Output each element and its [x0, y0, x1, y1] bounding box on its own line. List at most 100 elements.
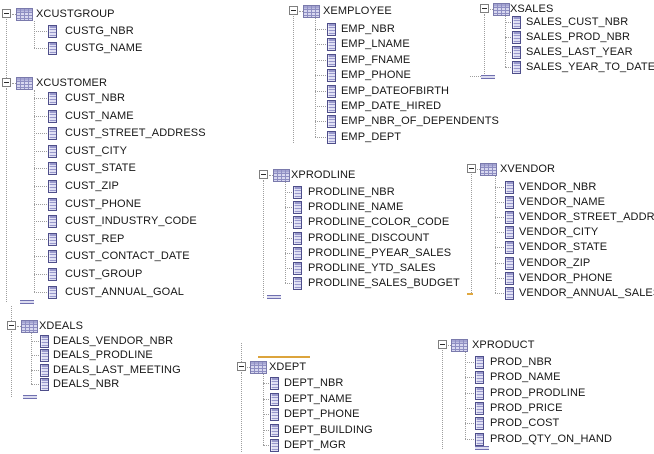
tree-connector: [285, 207, 292, 209]
tree-connector: [34, 115, 47, 117]
column-name-label[interactable]: PRODLINE_YTD_SALES: [308, 262, 436, 274]
column-name-label[interactable]: EMP_DEPT: [341, 130, 402, 143]
column-name-label[interactable]: EMP_DATE_HIRED: [341, 100, 442, 112]
tree-expander[interactable]: [2, 9, 11, 18]
column-name-label[interactable]: VENDOR_CITY: [519, 226, 599, 239]
column-name-label[interactable]: DEPT_NBR: [284, 377, 344, 389]
column-name-label[interactable]: EMP_NBR_OF_DEPENDENTS: [341, 115, 499, 128]
column-icon: [512, 16, 521, 29]
column-name-label[interactable]: VENDOR_PHONE: [519, 271, 613, 284]
table-grid-icon: [303, 5, 320, 18]
column-name-label[interactable]: PRODLINE_SALES_BUDGET: [308, 277, 460, 290]
column-name-label[interactable]: PRODLINE_NBR: [308, 186, 395, 198]
table-name-label[interactable]: XCUSTGROUP: [36, 8, 115, 20]
column-name-label[interactable]: EMP_LNAME: [341, 38, 410, 51]
column-icon: [48, 197, 57, 211]
tree-expander[interactable]: [467, 164, 476, 173]
column-name-label[interactable]: PRODLINE_DISCOUNT: [308, 231, 430, 244]
table-grid-icon: [480, 163, 497, 176]
column-name-label[interactable]: CUST_ANNUAL_GOAL: [65, 285, 184, 298]
column-name-label[interactable]: CUSTG_NBR: [65, 25, 134, 37]
column-name-label[interactable]: VENDOR_STATE: [519, 241, 608, 254]
tree-connector: [6, 88, 7, 302]
column-name-label[interactable]: DEALS_PRODLINE: [53, 349, 153, 362]
column-name-label[interactable]: VENDOR_NAME: [519, 196, 606, 209]
column-name-label[interactable]: DEPT_NAME: [284, 392, 353, 405]
column-name-label[interactable]: CUST_PHONE: [65, 197, 142, 210]
column-name-label[interactable]: CUST_NAME: [65, 109, 134, 122]
table-name-label[interactable]: XPRODLINE: [291, 169, 356, 181]
column-name-label[interactable]: CUST_STREET_ADDRESS: [65, 127, 206, 140]
column-name-label[interactable]: CUSTG_NAME: [65, 42, 143, 54]
clipped-icon-fragment: [267, 295, 281, 299]
column-icon: [293, 277, 302, 291]
column-name-label[interactable]: PROD_QTY_ON_HAND: [490, 432, 613, 445]
tree-connector: [285, 283, 292, 285]
column-name-label[interactable]: DEALS_NBR: [53, 378, 120, 391]
tree-connector: [263, 374, 264, 445]
column-name-label[interactable]: SALES_CUST_NBR: [526, 16, 629, 28]
tree-expander[interactable]: [289, 6, 298, 15]
tree-expander[interactable]: [438, 340, 447, 349]
column-name-label[interactable]: CUST_NBR: [65, 92, 126, 104]
column-name-label[interactable]: VENDOR_ANNUAL_SALES: [519, 286, 654, 299]
column-name-label[interactable]: EMP_NBR: [341, 23, 395, 35]
column-name-label[interactable]: DEPT_MGR: [284, 439, 346, 451]
table-name-label[interactable]: XDEPT: [269, 361, 307, 373]
column-name-label[interactable]: PRODLINE_NAME: [308, 201, 404, 214]
tree-expander[interactable]: [7, 321, 16, 330]
column-name-label[interactable]: PROD_COST: [490, 417, 560, 430]
tree-expander[interactable]: [2, 78, 11, 87]
column-name-label[interactable]: DEALS_LAST_MEETING: [53, 363, 181, 376]
column-name-label[interactable]: EMP_FNAME: [341, 53, 411, 66]
table-grid-icon: [273, 169, 290, 182]
column-name-label[interactable]: CUST_INDUSTRY_CODE: [65, 215, 197, 228]
minus-icon: [440, 344, 445, 345]
column-name-label[interactable]: VENDOR_NBR: [519, 181, 597, 193]
clipped-icon-fragment: [475, 446, 489, 450]
table-name-label[interactable]: XCUSTOMER: [36, 77, 107, 89]
tree-connector: [442, 350, 443, 449]
tree-connector: [285, 237, 292, 239]
column-name-label[interactable]: PRODLINE_COLOR_CODE: [308, 216, 450, 229]
column-name-label[interactable]: DEPT_PHONE: [284, 408, 360, 420]
tree-expander[interactable]: [259, 170, 268, 179]
column-name-label[interactable]: CUST_CITY: [65, 144, 128, 157]
column-name-label[interactable]: CUST_REP: [65, 232, 125, 245]
column-icon: [327, 53, 336, 67]
column-name-label[interactable]: PROD_PRODLINE: [490, 386, 586, 399]
column-name-label[interactable]: SALES_PROD_NBR: [526, 31, 631, 43]
table-name-label[interactable]: XVENDOR: [500, 163, 556, 175]
column-name-label[interactable]: SALES_LAST_YEAR: [526, 46, 633, 58]
tree-connector: [263, 429, 269, 431]
column-name-label[interactable]: EMP_PHONE: [341, 69, 411, 82]
column-name-label[interactable]: DEALS_VENDOR_NBR: [53, 335, 174, 347]
column-name-label[interactable]: CUST_ZIP: [65, 180, 119, 192]
table-name-label[interactable]: XDEALS: [39, 320, 84, 332]
column-name-label[interactable]: CUST_GROUP: [65, 268, 143, 280]
tree-connector: [495, 232, 504, 234]
tree-expander[interactable]: [237, 362, 246, 371]
clipped-icon-fragment: [20, 300, 34, 304]
column-name-label[interactable]: CUST_STATE: [65, 162, 136, 175]
column-name-label[interactable]: DEPT_BUILDING: [284, 423, 373, 436]
tree-connector: [465, 438, 474, 440]
column-name-label[interactable]: VENDOR_ZIP: [519, 256, 591, 269]
tree-connector: [505, 52, 511, 53]
table-name-label[interactable]: XSALES: [510, 3, 554, 15]
table-name-label[interactable]: XEMPLOYEE: [323, 5, 392, 17]
tree-expander[interactable]: [480, 4, 489, 13]
column-name-label[interactable]: PROD_NBR: [490, 356, 552, 368]
column-name-label[interactable]: VENDOR_STREET_ADDRESS: [519, 211, 654, 224]
column-name-label[interactable]: EMP_DATEOFBIRTH: [341, 84, 450, 97]
column-name-label[interactable]: SALES_YEAR_TO_DATE: [526, 61, 654, 73]
tree-connector: [34, 168, 47, 170]
tree-connector: [299, 11, 303, 12]
column-name-label[interactable]: PRODLINE_PYEAR_SALES: [308, 246, 452, 259]
column-name-label[interactable]: CUST_CONTACT_DATE: [65, 250, 190, 263]
column-name-label[interactable]: PROD_PRICE: [490, 401, 563, 414]
table-name-label[interactable]: XPRODUCT: [472, 339, 535, 351]
column-name-label[interactable]: PROD_NAME: [490, 371, 561, 384]
column-icon: [48, 42, 57, 55]
